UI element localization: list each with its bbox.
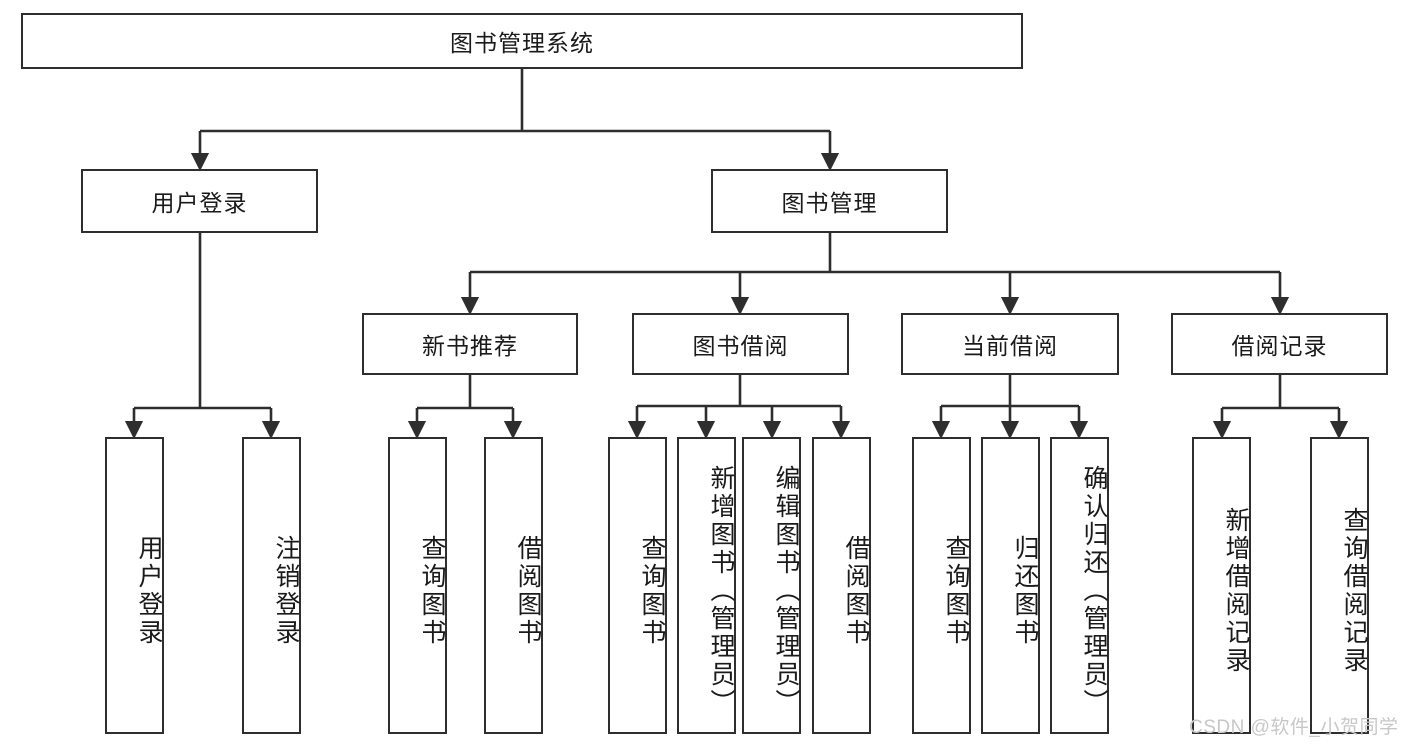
node-book-manage[interactable]: 图书管理 — [711, 169, 948, 233]
node-leaf-query-book-1[interactable]: 查询图书 — [388, 437, 447, 734]
node-leaf-user-logout-label: 注销登录 — [272, 534, 300, 647]
node-borrow-record-label: 借阅记录 — [1231, 333, 1328, 359]
node-book-borrow[interactable]: 图书借阅 — [632, 313, 849, 375]
node-leaf-add-book-label: 新增图书（管理员） — [707, 464, 735, 717]
node-user-login-label: 用户登录 — [151, 190, 248, 216]
node-leaf-query-record-label: 查询借阅记录 — [1340, 506, 1368, 675]
node-leaf-edit-book[interactable]: 编辑图书（管理员） — [742, 437, 801, 734]
node-leaf-return-book[interactable]: 归还图书 — [981, 437, 1040, 734]
node-user-login[interactable]: 用户登录 — [81, 169, 318, 233]
node-leaf-user-login-label: 用户登录 — [135, 534, 163, 647]
csdn-watermark: CSDN @软件_小贺同学 — [1189, 717, 1399, 738]
node-current-borrow[interactable]: 当前借阅 — [901, 313, 1119, 375]
node-new-book-recommend[interactable]: 新书推荐 — [362, 313, 578, 375]
node-new-book-recommend-label: 新书推荐 — [422, 333, 518, 359]
node-leaf-query-book-1-label: 查询图书 — [418, 534, 446, 647]
node-leaf-query-record[interactable]: 查询借阅记录 — [1310, 437, 1369, 734]
node-root-label: 图书管理系统 — [450, 30, 594, 56]
node-leaf-query-book-3[interactable]: 查询图书 — [912, 437, 971, 734]
node-leaf-borrow-book-2[interactable]: 借阅图书 — [812, 437, 871, 734]
node-leaf-borrow-book-2-label: 借阅图书 — [842, 534, 870, 647]
node-book-manage-label: 图书管理 — [781, 190, 878, 216]
node-leaf-confirm-return-label: 确认归还（管理员） — [1080, 464, 1108, 717]
node-leaf-query-book-2[interactable]: 查询图书 — [608, 437, 667, 734]
node-leaf-borrow-book-1-label: 借阅图书 — [514, 534, 542, 647]
node-leaf-edit-book-label: 编辑图书（管理员） — [772, 464, 800, 717]
node-leaf-query-book-3-label: 查询图书 — [942, 534, 970, 647]
node-leaf-user-login[interactable]: 用户登录 — [105, 437, 164, 734]
node-leaf-add-record-label: 新增借阅记录 — [1222, 506, 1250, 675]
node-book-borrow-label: 图书借阅 — [692, 333, 789, 359]
node-root[interactable]: 图书管理系统 — [21, 13, 1023, 69]
node-leaf-user-logout[interactable]: 注销登录 — [242, 437, 301, 734]
node-leaf-add-record[interactable]: 新增借阅记录 — [1192, 437, 1251, 734]
node-leaf-confirm-return[interactable]: 确认归还（管理员） — [1050, 437, 1109, 734]
node-leaf-borrow-book-1[interactable]: 借阅图书 — [484, 437, 543, 734]
node-leaf-add-book[interactable]: 新增图书（管理员） — [677, 437, 736, 734]
node-leaf-query-book-2-label: 查询图书 — [638, 534, 666, 647]
node-leaf-return-book-label: 归还图书 — [1011, 534, 1039, 647]
node-current-borrow-label: 当前借阅 — [962, 333, 1058, 359]
node-borrow-record[interactable]: 借阅记录 — [1171, 313, 1388, 375]
